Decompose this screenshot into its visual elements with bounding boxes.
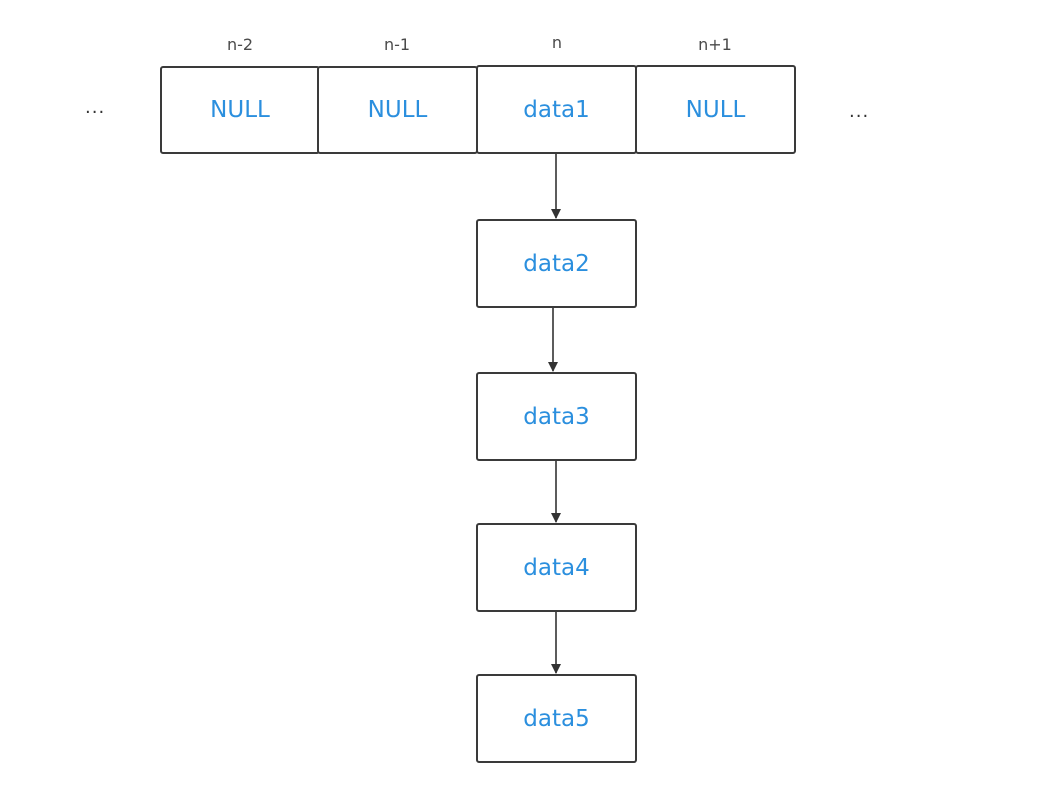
array-cell-value: data1 (523, 96, 590, 123)
array-index-label: n+1 (698, 35, 732, 54)
ellipsis-left: ... (85, 97, 106, 118)
array-cell: NULL (317, 66, 478, 154)
ellipsis-right: ... (849, 101, 870, 122)
array-cell-value: NULL (367, 97, 428, 123)
array-cell-value: NULL (210, 97, 270, 123)
chain-node: data5 (476, 674, 637, 763)
array-index-label: n-2 (226, 35, 254, 54)
array-cell-value: NULL (685, 96, 746, 123)
array-cell: NULL (160, 66, 320, 154)
array-cell: data1 (476, 65, 637, 154)
chain-node-value: data2 (523, 250, 590, 277)
chain-node-value: data5 (523, 705, 590, 732)
chain-node: data4 (476, 523, 637, 612)
array-index-label: n-1 (383, 35, 411, 54)
chain-node-value: data4 (523, 554, 590, 581)
chain-node: data3 (476, 372, 637, 461)
array-index-label: n (551, 33, 563, 52)
array-cell: NULL (635, 65, 796, 154)
chain-node: data2 (476, 219, 637, 308)
chain-node-value: data3 (523, 403, 590, 430)
